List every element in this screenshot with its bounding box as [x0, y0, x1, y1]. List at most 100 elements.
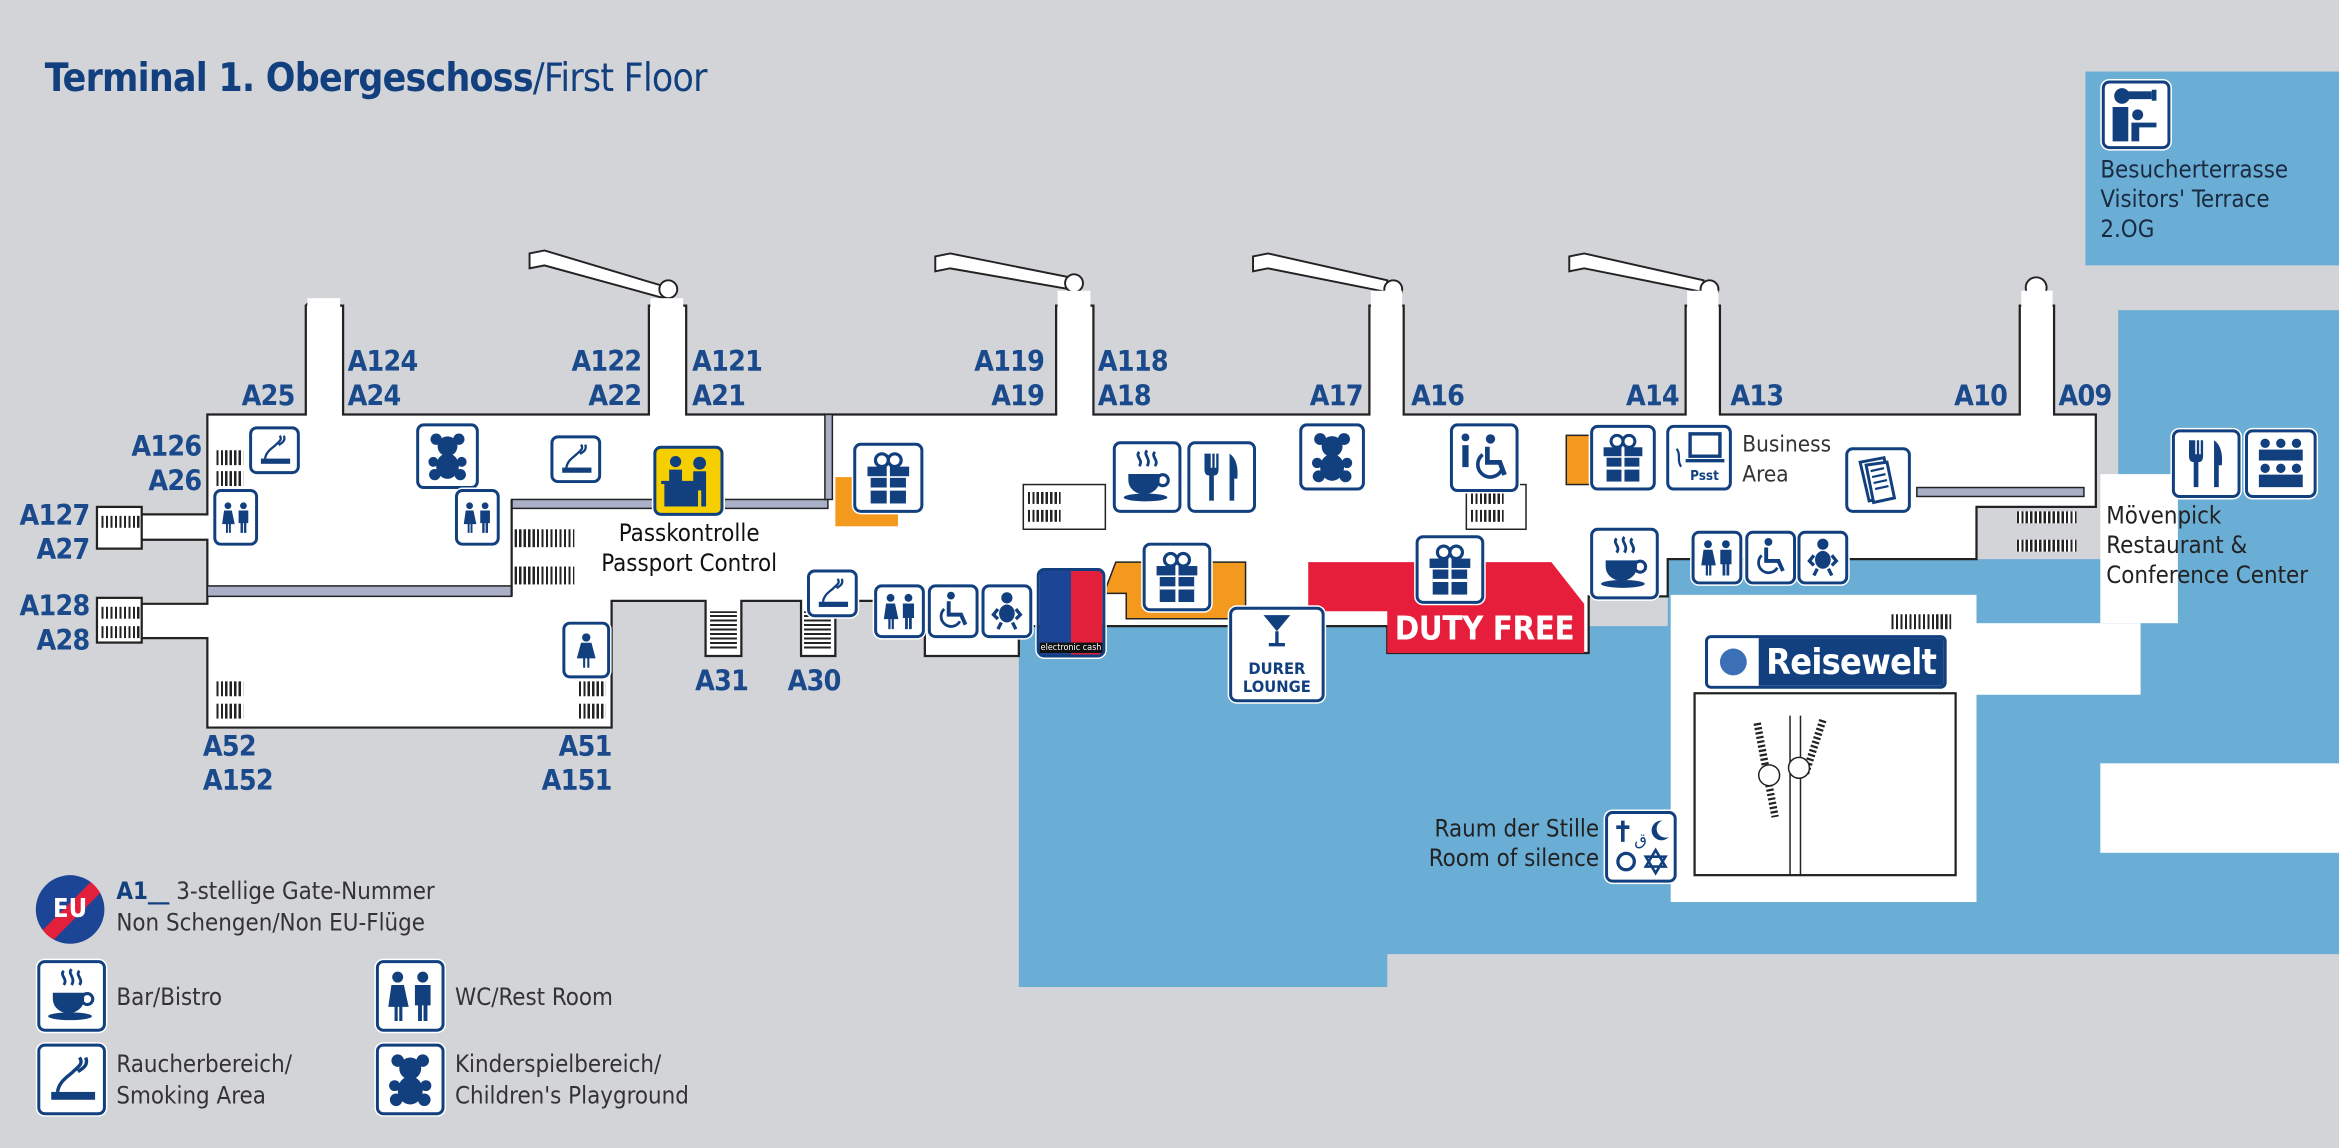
shop-area — [1565, 434, 1594, 486]
reisewelt-label: Reisewelt — [1758, 638, 1944, 686]
label: Area — [1742, 460, 1789, 488]
label: A28 — [36, 624, 91, 658]
psst-text: Psst — [1690, 469, 1719, 485]
bar-bistro-icon — [1590, 527, 1659, 600]
label: A19 — [991, 380, 1045, 413]
escalator — [216, 450, 244, 466]
label: Passport Control — [601, 548, 778, 577]
label: A118 — [1097, 345, 1169, 379]
label: Conference Center — [2106, 560, 2309, 589]
gate-a16: A16 — [1411, 380, 1465, 414]
smoking-icon — [37, 1043, 106, 1116]
label: Visitors' Terrace — [2100, 184, 2270, 214]
restaurant-icon — [1187, 441, 1257, 513]
legend-smoking: Raucherbereich/Smoking Area — [116, 1048, 292, 1111]
label: A27 — [36, 533, 91, 567]
label: A10 — [1954, 380, 2008, 413]
label: A128 — [19, 590, 91, 624]
gate-a10: A10 — [1954, 380, 2008, 414]
label: A124 — [347, 345, 419, 379]
reisewelt-sign: Reisewelt — [1705, 635, 1947, 689]
playground-icon — [375, 1043, 445, 1116]
escalator — [216, 681, 244, 697]
escalator — [216, 703, 244, 719]
smoking-icon — [807, 569, 858, 618]
label: A30 — [787, 664, 842, 698]
wheelchair-icon — [927, 584, 979, 639]
label: A126 — [131, 430, 202, 464]
eu-non-schengen-icon: EU — [35, 875, 105, 944]
escalator — [101, 515, 141, 528]
ec-cash-icon: electronic cash — [1036, 568, 1106, 658]
conference-icon — [2245, 429, 2317, 498]
label: Restaurant & — [2106, 530, 2248, 560]
label: Non Schengen/Non EU-Flüge — [116, 907, 425, 937]
escalator — [578, 703, 606, 719]
escalator — [101, 626, 141, 639]
information-accessibility-icon — [1449, 423, 1519, 492]
label: A31 — [695, 664, 749, 698]
visitors-terrace-icon — [2101, 80, 2171, 150]
shopping-icon — [1590, 424, 1656, 491]
shopping-icon — [1142, 542, 1212, 612]
label: A51 — [558, 730, 613, 764]
label: A14 — [1625, 380, 1680, 413]
escalator — [710, 611, 737, 649]
label: Kinderspielbereich/ — [454, 1049, 662, 1078]
escalator — [514, 566, 575, 585]
business-area-icon: Psst — [1666, 424, 1732, 491]
globe-icon — [1719, 648, 1747, 676]
label: Passkontrolle — [618, 518, 760, 548]
gate-a30: A30 — [787, 664, 842, 699]
label: Business — [1742, 430, 1832, 458]
escalator — [216, 471, 244, 487]
bar-bistro-icon — [37, 960, 106, 1032]
label: A122 — [571, 345, 642, 379]
label: Raum der Stille — [1434, 814, 1600, 843]
smoking-icon — [550, 435, 602, 484]
gate-a13: A13 — [1730, 380, 1784, 414]
escalator — [1027, 509, 1061, 522]
wheelchair-icon — [1745, 530, 1797, 585]
gate-a14: A14 — [1625, 380, 1680, 414]
label: 3-stellige Gate-Nummer — [176, 876, 435, 905]
title-regular: /First Floor — [532, 56, 708, 102]
label: A17 — [1309, 380, 1364, 413]
durer-lounge-icon: DURER LOUNGE — [1229, 606, 1325, 703]
escalator — [1027, 491, 1061, 504]
restroom-icon — [874, 584, 925, 639]
womens-restroom-icon — [562, 621, 611, 679]
escalator — [1891, 614, 1952, 630]
lounge-label: DURER LOUNGE — [1242, 658, 1311, 697]
restroom-icon — [375, 960, 445, 1032]
baby-change-icon — [1797, 530, 1849, 585]
legend-restroom: WC/Rest Room — [454, 982, 613, 1011]
restroom-icon — [454, 489, 500, 546]
smoking-icon — [249, 426, 300, 475]
passport-control-icon — [653, 445, 724, 516]
duty-free-label: DUTY FREE — [1394, 611, 1575, 649]
page-title: Terminal 1. Obergeschoss/First Floor — [45, 56, 708, 102]
ec-text: electronic cash — [1039, 642, 1103, 654]
jet-bridges — [528, 249, 2048, 300]
gate-a31: A31 — [695, 664, 749, 699]
label: 2.OG — [2100, 214, 2155, 244]
baby-change-icon — [981, 584, 1033, 639]
label: A24 — [347, 380, 402, 413]
shopping-icon — [853, 442, 924, 513]
playground-icon — [416, 423, 479, 490]
playground-icon — [1299, 423, 1365, 491]
